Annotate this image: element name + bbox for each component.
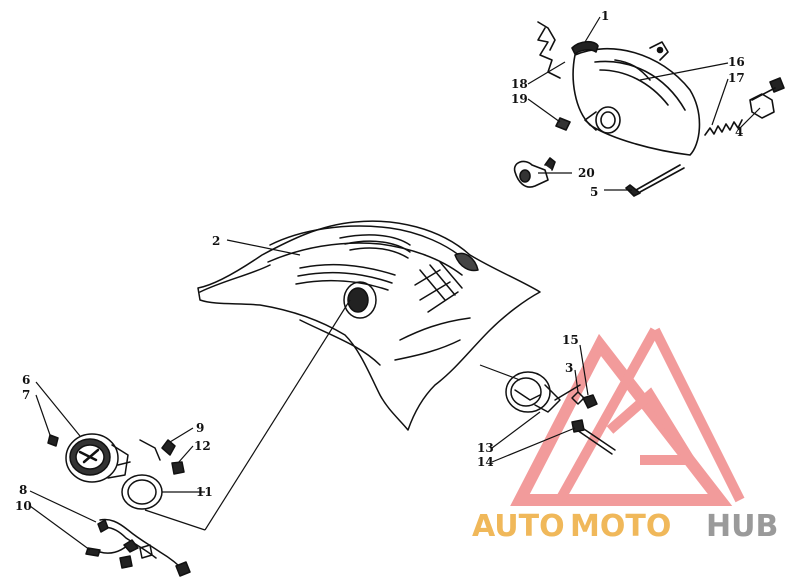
callout-1: 1 — [601, 9, 609, 23]
callout-16: 16 — [728, 55, 745, 69]
callout-13: 13 — [477, 441, 494, 455]
callout-11: 11 — [196, 485, 213, 499]
callout-7: 7 — [22, 388, 30, 402]
callout-17: 17 — [728, 71, 745, 85]
callout-18: 18 — [511, 77, 528, 91]
callout-12: 12 — [194, 439, 211, 453]
callout-8: 8 — [19, 483, 27, 497]
callout-4: 4 — [735, 125, 743, 139]
watermark-auto: AUTO — [472, 509, 565, 544]
switch-assembly — [505, 371, 616, 455]
watermark-triangle-logo — [510, 327, 745, 506]
watermark-moto: MOTO — [570, 509, 671, 544]
watermark-wordmark: AUTO MOTO HUB — [472, 509, 778, 544]
leader-lines — [29, 16, 761, 551]
hood-fairing — [197, 220, 541, 431]
callout-3: 3 — [565, 361, 573, 375]
callout-2: 2 — [212, 234, 220, 248]
callout-6: 6 — [22, 373, 30, 387]
callout-15: 15 — [562, 333, 579, 347]
callout-19: 19 — [511, 92, 528, 106]
callout-5: 5 — [590, 185, 598, 199]
callout-14: 14 — [477, 455, 494, 469]
headlight-assembly — [513, 21, 785, 197]
callout-9: 9 — [196, 421, 204, 435]
callout-20: 20 — [578, 166, 595, 180]
gauge-assembly — [47, 433, 191, 577]
watermark-hub: HUB — [706, 509, 778, 544]
callout-labels: 1 2 3 4 5 6 7 8 9 10 11 12 13 14 15 16 1… — [15, 9, 745, 513]
callout-10: 10 — [15, 499, 32, 513]
